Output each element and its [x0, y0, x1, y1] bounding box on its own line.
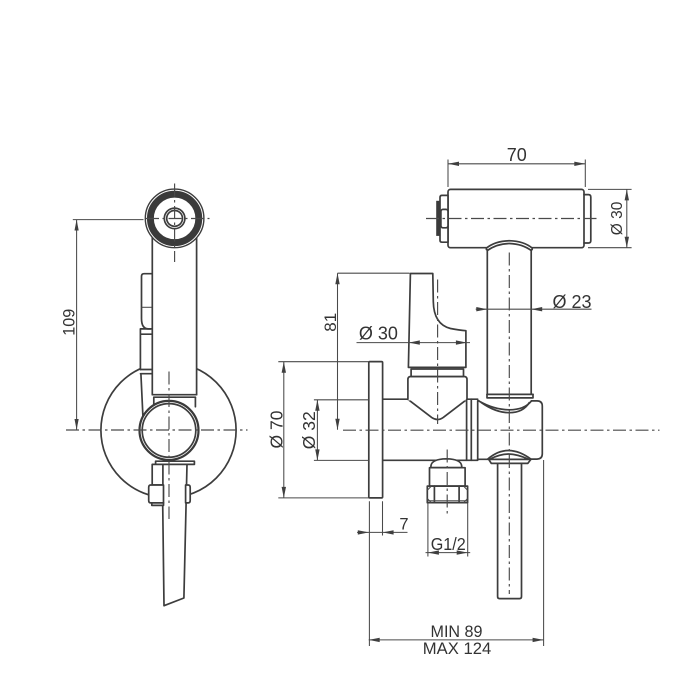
- svg-text:Ø 32: Ø 32: [299, 411, 319, 449]
- svg-text:G1/2: G1/2: [431, 534, 466, 554]
- svg-text:7: 7: [399, 516, 408, 534]
- svg-text:Ø 30: Ø 30: [359, 324, 398, 344]
- svg-text:Ø 23: Ø 23: [552, 292, 591, 312]
- svg-text:Ø 70: Ø 70: [267, 410, 287, 448]
- svg-text:109: 109: [60, 309, 78, 336]
- svg-text:MAX 124: MAX 124: [423, 639, 492, 658]
- svg-text:MIN 89: MIN 89: [431, 622, 483, 641]
- svg-text:Ø 30: Ø 30: [609, 201, 626, 235]
- svg-text:70: 70: [507, 145, 527, 165]
- svg-text:81: 81: [321, 313, 340, 332]
